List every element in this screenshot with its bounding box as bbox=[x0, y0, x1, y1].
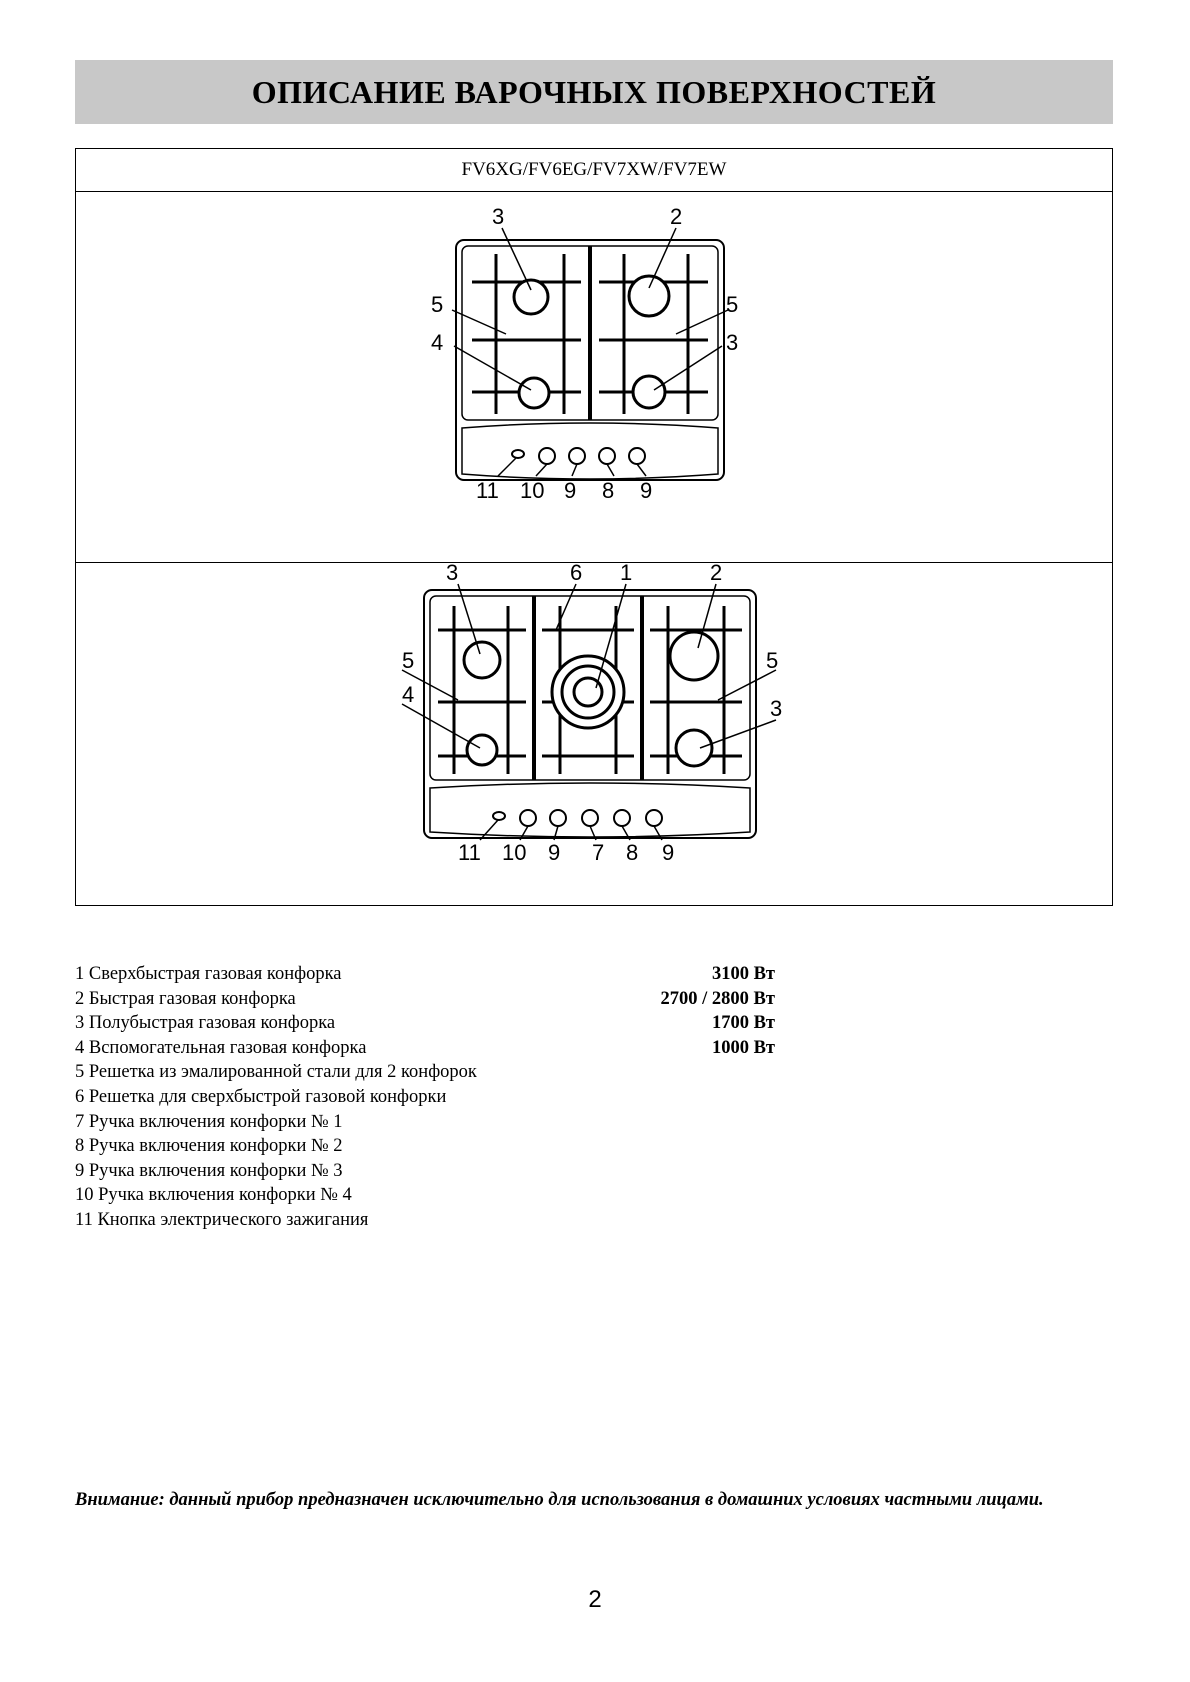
legend-item: 10 Ручка включения конфорки № 4 bbox=[75, 1183, 775, 1208]
legend-item: 7 Ручка включения конфорки № 1 bbox=[75, 1110, 775, 1135]
callout-b-top-2: 2 bbox=[710, 564, 722, 585]
burner-a-3-top bbox=[512, 278, 550, 316]
callout-a-bottom-10: 10 bbox=[520, 478, 544, 503]
legend-item: 8 Ручка включения конфорки № 2 bbox=[75, 1134, 775, 1159]
knob-a-9a bbox=[568, 447, 586, 465]
title-bar: ОПИСАНИЕ ВАРОЧНЫХ ПОВЕРХНОСТЕЙ bbox=[75, 60, 1113, 124]
burner-a-3-bottom bbox=[631, 374, 667, 410]
diagram-b-panel: 3 6 1 2 5 4 5 3 11 10 9 7 8 9 bbox=[76, 564, 1112, 904]
callout-a-bottom-11: 11 bbox=[476, 478, 499, 503]
knob-b-8 bbox=[613, 809, 631, 827]
model-list: FV6XG/FV6EG/FV7XW/FV7EW bbox=[76, 149, 1112, 192]
burner-a-2 bbox=[627, 274, 671, 318]
burner-b-3-top bbox=[462, 640, 502, 680]
callout-b-left-4: 4 bbox=[402, 682, 414, 707]
warning-note: Внимание: данный прибор предназначен иск… bbox=[75, 1490, 1044, 1510]
power-value bbox=[635, 1060, 775, 1085]
knob-b-9a bbox=[549, 809, 567, 827]
callout-b-right-3: 3 bbox=[770, 696, 782, 721]
power-value bbox=[635, 1183, 775, 1208]
callout-b-left-5: 5 bbox=[402, 648, 414, 673]
callout-b-right-5: 5 bbox=[766, 648, 778, 673]
callout-b-top-1: 1 bbox=[620, 564, 632, 585]
callout-a-top-2: 2 bbox=[670, 204, 682, 229]
power-value bbox=[635, 1159, 775, 1184]
burner-b-3-bottom bbox=[674, 728, 714, 768]
knob-b-10 bbox=[519, 809, 537, 827]
diagram-b-hob: 3 6 1 2 5 4 5 3 11 10 9 7 8 9 bbox=[401, 564, 782, 865]
burner-b-2 bbox=[668, 630, 720, 682]
knob-b-9b bbox=[645, 809, 663, 827]
knob-a-8 bbox=[598, 447, 616, 465]
burner-b-4 bbox=[465, 733, 499, 767]
callout-a-bottom-9b: 9 bbox=[640, 478, 652, 503]
callout-a-bottom-9a: 9 bbox=[564, 478, 576, 503]
power-value bbox=[635, 1085, 775, 1110]
knob-a-9b bbox=[628, 447, 646, 465]
burner-b-1-inner bbox=[572, 676, 604, 708]
callout-b-bottom-8: 8 bbox=[626, 840, 638, 865]
power-value: 3100 Вт bbox=[711, 964, 775, 984]
ignition-button-a bbox=[511, 449, 525, 459]
legend-item: 6 Решетка для сверхбыстрой газовой конфо… bbox=[75, 1085, 775, 1110]
ignition-button-b bbox=[492, 811, 506, 821]
page-number: 2 bbox=[588, 1586, 602, 1613]
legend-item: 9 Ручка включения конфорки № 3 bbox=[75, 1159, 775, 1184]
callout-b-bottom-10: 10 bbox=[502, 840, 526, 865]
page-title: ОПИСАНИЕ ВАРОЧНЫХ ПОВЕРХНОСТЕЙ bbox=[251, 73, 937, 110]
diagram-a-hob: 3 2 5 4 5 3 11 10 9 8 9 bbox=[431, 204, 738, 503]
power-value bbox=[635, 1134, 775, 1159]
callout-b-top-6: 6 bbox=[570, 564, 582, 585]
hob-a-outline bbox=[455, 239, 725, 481]
hob-b-outline bbox=[423, 589, 757, 839]
callout-b-bottom-9a: 9 bbox=[548, 840, 560, 865]
callout-a-right-5: 5 bbox=[726, 292, 738, 317]
callout-b-bottom-7: 7 bbox=[592, 840, 604, 865]
power-value: 1700 Вт bbox=[711, 1013, 775, 1034]
callout-b-top-3: 3 bbox=[446, 564, 458, 585]
burner-b-1-mid bbox=[560, 664, 616, 720]
power-value bbox=[635, 1110, 775, 1135]
power-value bbox=[635, 1208, 775, 1233]
knob-a-10 bbox=[538, 447, 556, 465]
diagram-frame: FV6XG/FV6EG/FV7XW/FV7EW bbox=[75, 148, 1113, 906]
callout-a-top-3: 3 bbox=[492, 204, 504, 229]
power-value: 2700 / 2800 Вт bbox=[660, 988, 775, 1009]
callout-a-left-5: 5 bbox=[431, 292, 443, 317]
callout-b-bottom-11: 11 bbox=[458, 840, 481, 865]
legend-item: 5 Решетка из эмалированной стали для 2 к… bbox=[75, 1060, 775, 1085]
callout-a-bottom-8: 8 bbox=[602, 478, 614, 503]
diagram-a-panel: 3 2 5 4 5 3 11 10 9 8 9 bbox=[76, 192, 1112, 563]
knob-b-7 bbox=[581, 809, 599, 827]
legend-item: 11 Кнопка электрического зажигания bbox=[75, 1208, 775, 1233]
burner-a-4 bbox=[517, 376, 551, 410]
callout-a-right-3: 3 bbox=[726, 330, 738, 355]
power-value: 1000 Вт bbox=[711, 1037, 775, 1058]
callout-b-bottom-9b: 9 bbox=[662, 840, 674, 865]
callout-a-left-4: 4 bbox=[431, 330, 443, 355]
